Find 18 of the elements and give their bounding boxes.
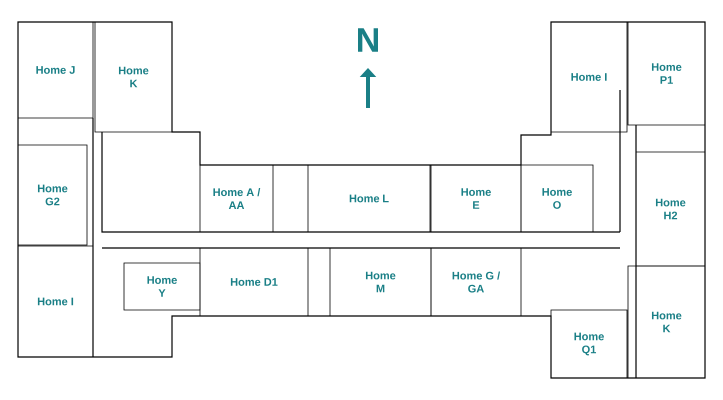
room: Home A / AA xyxy=(200,164,274,232)
room: Home E xyxy=(430,164,522,232)
room: Home H2 xyxy=(636,152,706,266)
room: Home K xyxy=(628,266,706,378)
room: Home J xyxy=(18,22,94,118)
room: Home M xyxy=(330,248,432,316)
room: Home L xyxy=(308,164,430,232)
room: Home Q1 xyxy=(550,310,628,378)
room: Home K xyxy=(94,22,172,132)
north-label: N xyxy=(358,28,378,52)
room: Home G2 xyxy=(18,144,88,246)
room: Home I xyxy=(18,246,94,358)
room: Home O xyxy=(520,164,594,232)
room: Home P1 xyxy=(628,22,706,126)
room: Home G / GA xyxy=(430,248,522,316)
room: Home Y xyxy=(124,262,200,310)
room: Home I xyxy=(550,22,628,132)
room: Home D1 xyxy=(200,248,308,316)
